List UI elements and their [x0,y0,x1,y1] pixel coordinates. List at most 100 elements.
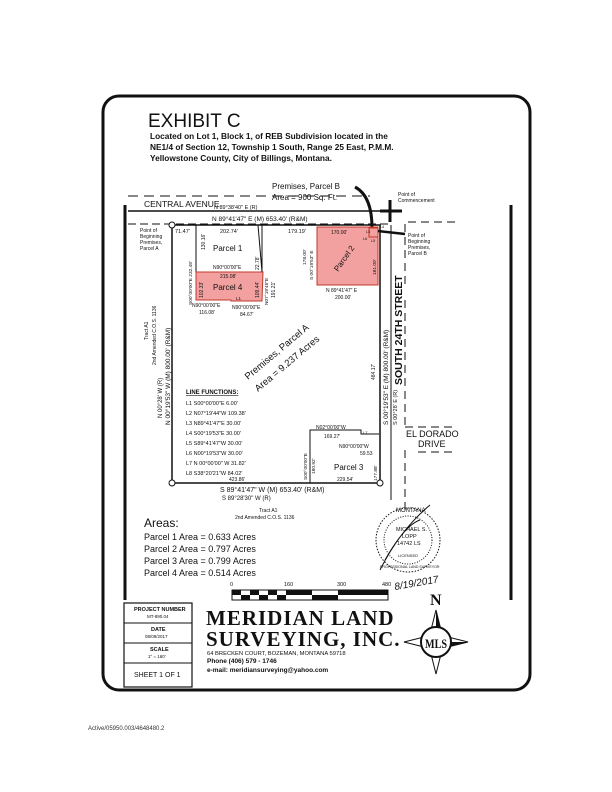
parcel-3-right: N90°00'00"W [339,444,369,450]
parcel-3-top-len: 169.27' [324,434,340,440]
project-number-label: PROJECT NUMBER [134,607,186,613]
parcel-3-top: N02°00'00"W [316,425,346,431]
line-function: L1 S00°00'00"E 6.00' [186,401,238,407]
line-function: L8 S38°20'21"W 84.02' [186,471,242,477]
line-function: L2 N07°19'44"W 109.38' [186,411,246,417]
scale-tick: 480 [382,582,391,588]
parcel-1-west-bearing: S00°00'00"E 232.49' [188,261,194,305]
date-label: DATE [151,627,166,633]
bottom-bearing-record: S 89°28'30" W (R) [222,496,271,502]
parcel-2 [316,226,379,286]
line-label: L6 [363,237,367,241]
parcel-3-right-len: 59.53 [360,451,373,457]
top-bearing-record: N 89°38'40" E (R) [214,205,258,211]
el-dorado-label: DRIVE [418,439,446,449]
areas-title: Areas: [144,516,179,530]
seal-text: MONTANA [396,508,426,514]
line-function: L4 S00°19'53"E 30.00' [186,431,241,437]
company-name-line2: SURVEYING, INC. [206,627,401,651]
parcel-4-east-bearing: N07°19'45"E [264,278,270,305]
parcel-2-west-bearing: S 00°19'53" E [309,250,315,280]
bottom-segment: 423.86' [229,477,245,483]
parcel-4-east-length: 191.21' [271,282,277,298]
parcel-a-boundary [171,224,381,484]
parcel-4 [195,271,264,302]
company-name-line1: MERIDIAN LAND [206,606,395,630]
tract-south: 2nd Amended C.O.S. 1136 [235,515,295,521]
line-function: L7 N 00°00'00" W 31.82' [186,461,246,467]
pob-a-label: Parcel A [140,246,159,252]
exhibit-title: EXHIBIT C [148,111,241,132]
line-label: L5 [371,239,375,243]
parcel-1-east: 22.78' [255,256,261,270]
company-email: e-mail: meridiansurveying@yahoo.com [207,667,328,674]
parcel-1-label: Parcel 1 [213,244,243,253]
scale-tick: 160 [284,582,293,588]
area-item: Parcel 1 Area = 0.633 Acres [144,532,256,542]
parcel-3 [309,429,379,483]
signature-date: 8/19/2017 [394,574,440,593]
parcel-4-top: 215.08' [220,274,236,280]
title-block: PROJECT NUMBER MT-890.04 DATE 08/09/2017… [123,602,193,688]
compass-logo: MLS [403,609,469,675]
east-bearing-record: S 00°28' E (R) [393,390,399,425]
area-item: Parcel 3 Area = 0.799 Acres [144,556,256,566]
scale-bar [231,589,389,601]
parcel-4-bottom1: N90°00'00"E [192,303,221,309]
corner-marker [376,479,384,487]
south-24th-label: SOUTH 24TH STREET [393,275,405,385]
commencement-marker [380,200,402,222]
line-label: L4 [380,225,384,229]
sheet-number: SHEET 1 OF 1 [134,672,181,679]
west-bearing-measured: N 00°19'53" W (M) 800.00' (R&M) [164,328,172,425]
top-bearing-measured: N 89°41'47" E (M) 653.40' (R&M) [212,215,308,223]
company-phone: Phone (406) 579 - 1746 [207,658,277,665]
seal-text: PROFESSIONAL LAND SURVEYOR [380,565,440,569]
scale-tick: 0 [230,582,233,588]
parcel-b-area: Area = 900 Sq. Ft. [272,193,337,202]
line-function: L5 S89°41'47"W 30.00' [186,441,242,447]
pob-b-label: Parcel B [408,251,428,257]
parcel-1-bottom: N90°00'00"E [213,265,242,271]
seal-text: 14742 LS [397,541,421,547]
parcel-b-box [368,227,379,238]
pob-a-label: Point of [140,228,158,234]
parcel-b-leader [354,185,374,229]
pob-b-label: Premises, [408,245,430,251]
parcel-4-west: 102.33' [199,282,205,298]
document-footer: Active/05950.003/4648480.2 [88,726,165,732]
parcel-4-east: 109.44' [255,282,261,298]
parcel-2-bottom-len: 200.00' [335,295,351,301]
parcel-2-top: 170.00' [331,230,347,236]
central-avenue-label: CENTRAL AVENUE [144,199,220,209]
subtitle-line: Located on Lot 1, Block 1, of REB Subdiv… [150,131,388,141]
parcel-4-l1: L1 [236,296,242,301]
outer-frame [101,94,532,692]
line-function: L3 N89°41'47"E 30.00' [186,421,241,427]
scale-tick: 300 [337,582,346,588]
area-item: Parcel 2 Area = 0.797 Acres [144,544,256,554]
line-functions-title: LINE FUNCTIONS: [186,390,238,396]
parcel-3-label: Parcel 3 [334,463,364,472]
top-segment: 179.19' [288,229,306,235]
parcel-3-west-len: 180.92' [311,458,317,474]
pob-b-label: Point of [408,233,426,239]
parcel-2-west-len: 178.00' [302,249,308,265]
east-segment: 484.17' [371,364,377,380]
parcel-2-east: 181.00' [372,259,378,275]
parcel-4-bottom2-len: 84.67' [240,312,254,318]
bottom-bearing-measured: S 89°41'47" W (M) 653.40' (R&M) [220,486,324,494]
line-function: L6 N00°19'53"W 30.00' [186,451,243,457]
parcel-b-label: Premises, Parcel B [272,182,340,191]
tract-south: Tract A1 [259,508,278,514]
date-value: 08/09/2017 [145,634,168,639]
tract-west: 2nd Amended C.O.S. 1136 [152,305,158,365]
corner-marker [168,479,176,487]
project-number-value: MT-890.04 [147,614,169,619]
top-segment: 202.74' [220,229,238,235]
parcel-3-bottom: 229.54' [337,477,353,483]
surveyor-seal: MONTANA MICHAEL S. LOPP 14742 LS LICENSE… [375,504,441,573]
parcel-1-west: 130.16' [201,234,207,250]
